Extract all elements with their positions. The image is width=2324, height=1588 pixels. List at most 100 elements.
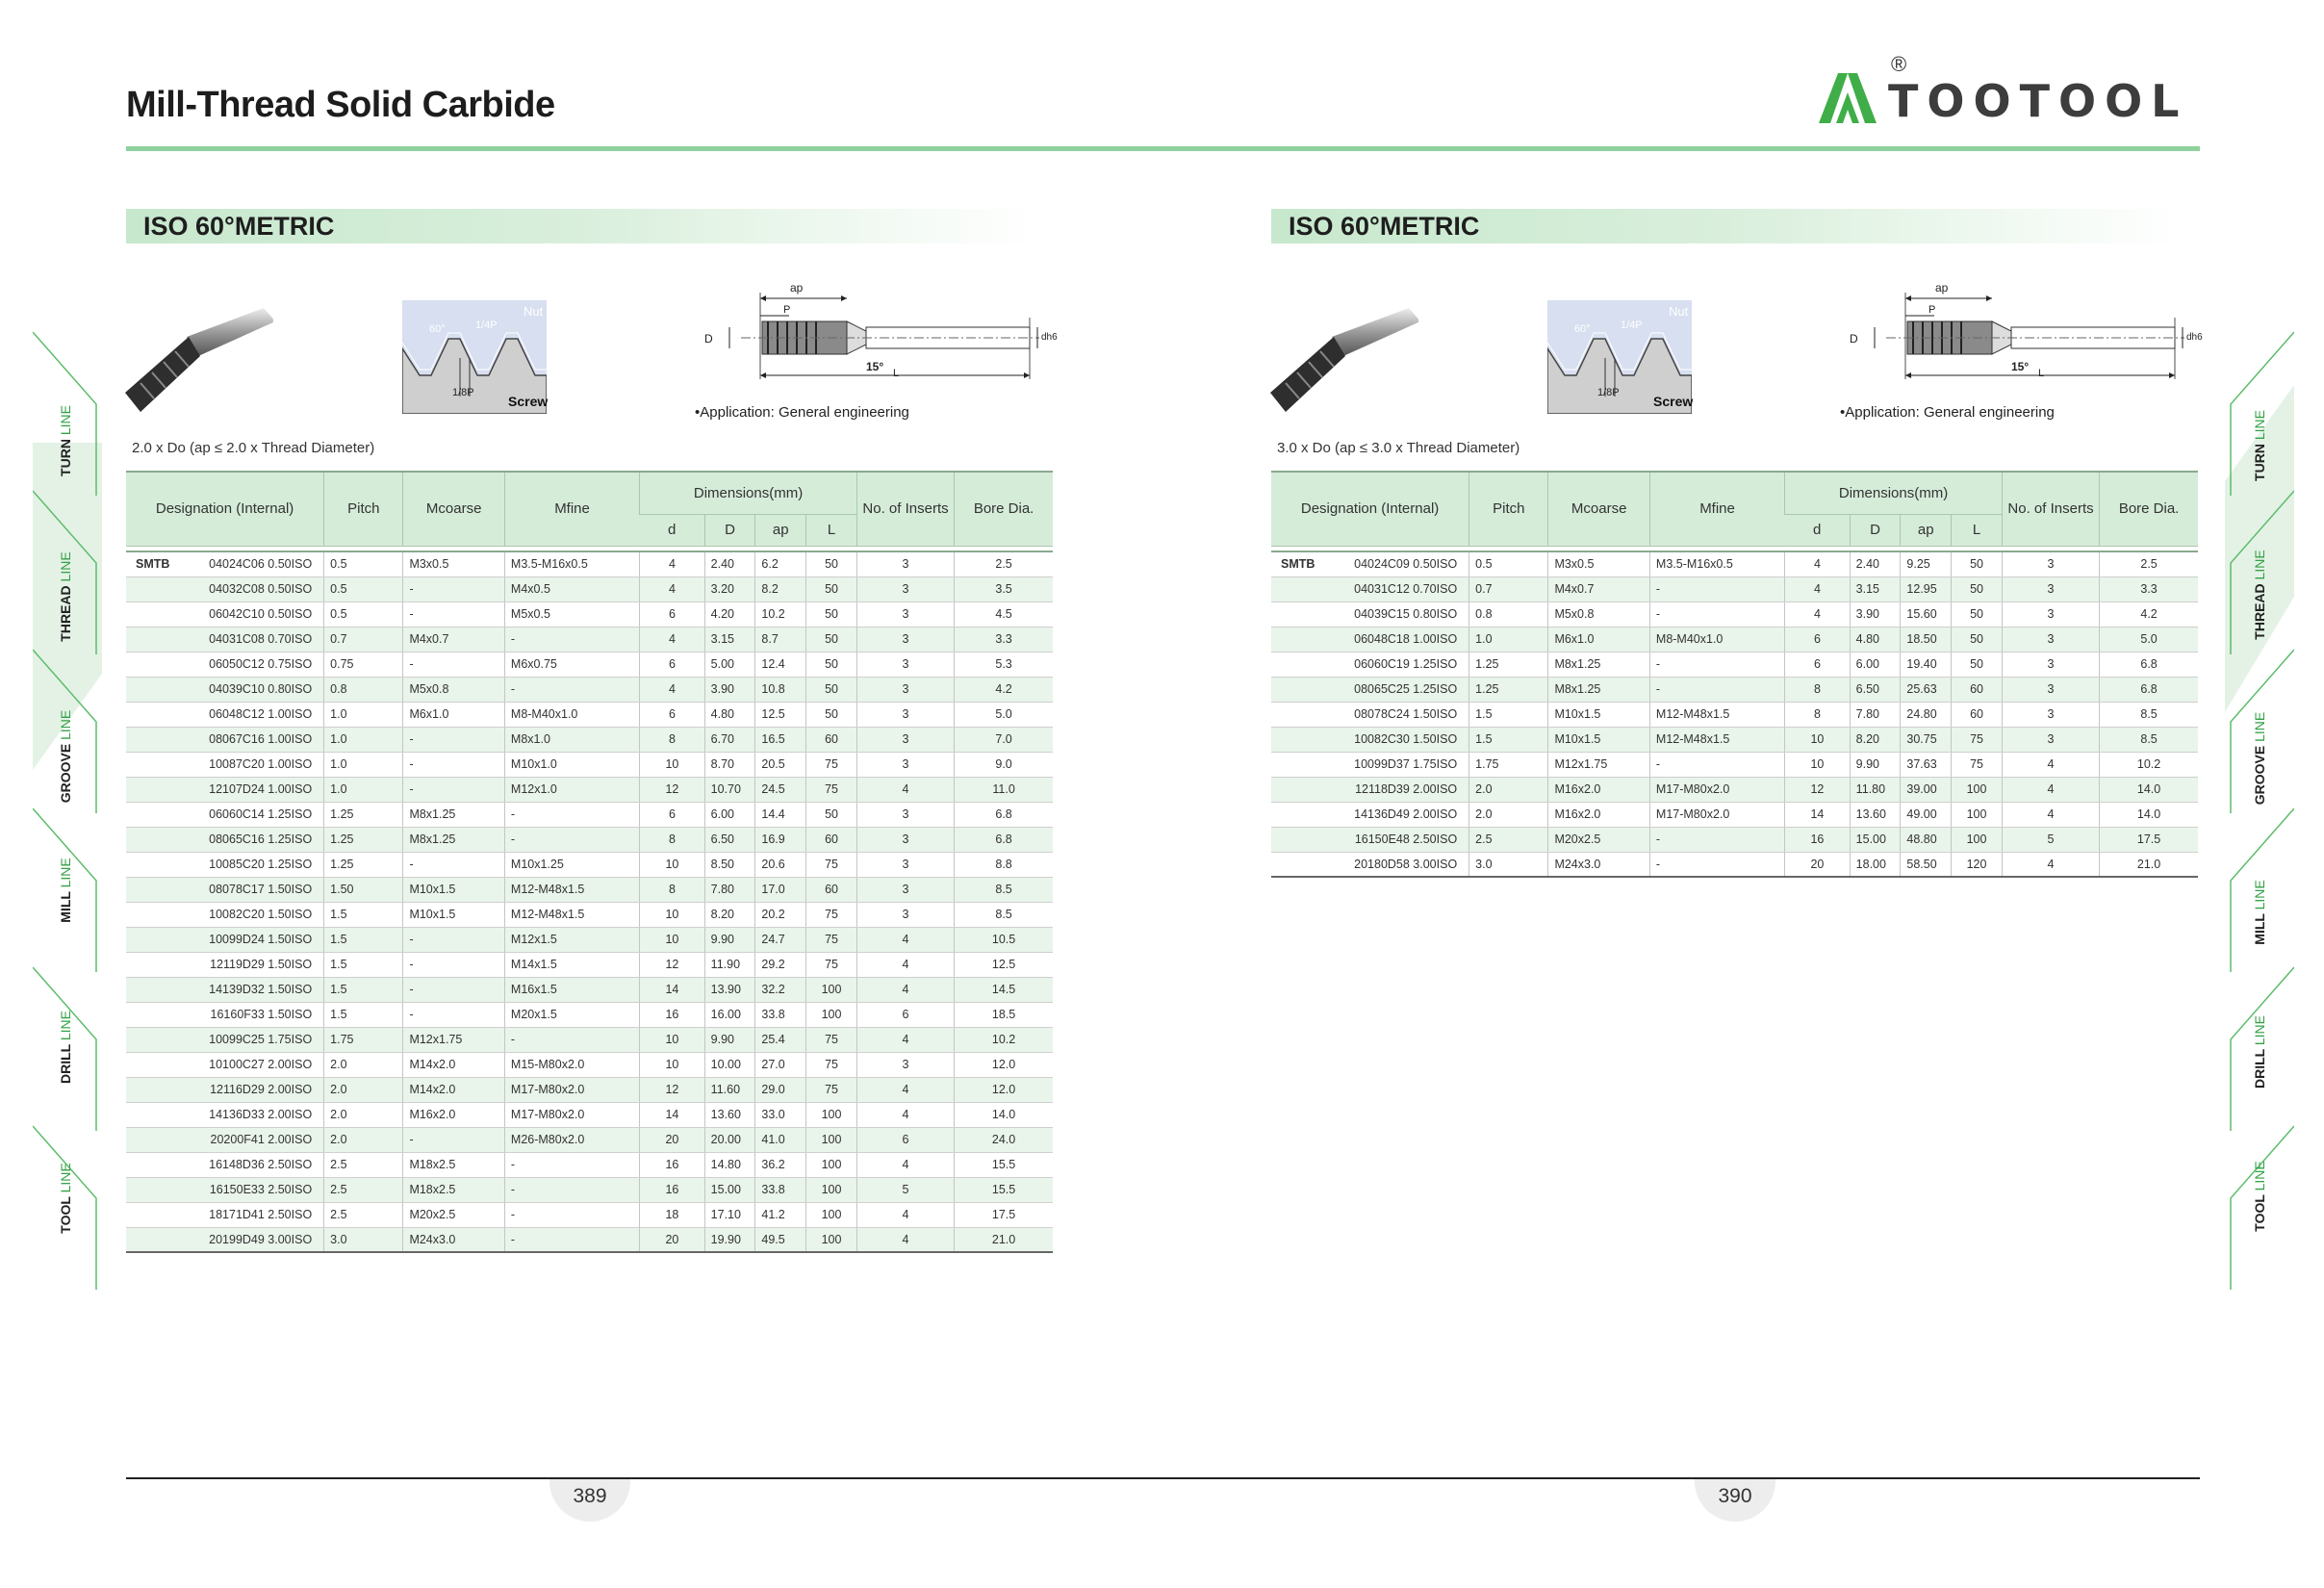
table-cell: 0.7 [1468,576,1548,602]
table-cell: 2.0 [323,1052,403,1078]
table-cell: - [402,727,505,753]
page-title: Mill-Thread Solid Carbide [126,85,555,125]
table-cell: 60 [1951,677,2003,703]
table-cell: 0.8 [323,677,403,703]
side-tab-groove[interactable]: GROOVE LINE [58,689,73,824]
table-cell: 37.63 [1900,752,1952,778]
side-tabs-right-shape [2225,331,2294,1290]
designation-cell: 10099C25 1.75ISO [126,1027,324,1053]
table-cell: M3x0.5 [1547,551,1650,577]
side-tab-drill[interactable]: DRILL LINE [58,980,73,1114]
side-tab-tool[interactable]: TOOL LINE [58,1131,73,1266]
designation-code: 12118D39 2.00ISO [1355,782,1458,796]
table-cell: - [503,1227,640,1253]
end-mill-image-icon [125,308,273,412]
designation-code: 06048C12 1.00ISO [209,707,313,721]
side-tab-label: DRILL [2252,1049,2267,1089]
length-label: L [2038,368,2045,379]
table-cell: 3 [856,1052,955,1078]
side-tab-label: DRILL [58,1044,73,1084]
col-inserts: No. of Inserts [856,471,955,547]
table-cell: 14.0 [2099,802,2198,828]
table-cell: 50 [1951,551,2003,577]
section-title-right: ISO 60°METRIC [1271,209,2182,243]
table-cell: 3 [2001,652,2100,678]
designation-cell: 12107D24 1.00ISO [126,777,324,803]
side-tab-thread[interactable]: THREAD LINE [58,529,73,664]
table-cell: 75 [805,927,857,953]
designation-code: 06048C18 1.00ISO [1354,632,1458,646]
screw-label: Screw [508,394,549,409]
table-cell: 10 [639,1027,705,1053]
table-cell: 20 [639,1127,705,1153]
table-cell: - [1648,852,1785,878]
table-cell: 3 [856,727,955,753]
table-cell: 10 [1784,727,1851,753]
col-designation: Designation (Internal) [1271,471,1469,547]
side-tab-mill[interactable]: MILL LINE [58,823,73,958]
table-cell: 9.90 [703,1027,755,1053]
table-cell: 2.5 [323,1177,403,1203]
table-cell: 13.90 [703,977,755,1003]
table-cell: 4 [639,627,705,653]
table-cell: 75 [805,1027,857,1053]
brand-name: TOOTOOL [1888,75,2188,127]
table-cell: 20.00 [703,1127,755,1153]
table-cell: 9.90 [703,927,755,953]
designation-code: 14139D32 1.50ISO [209,983,313,996]
table-cell: 100 [805,1202,857,1228]
table-cell: M4x0.7 [1547,576,1650,602]
side-tab-label: TURN [2252,444,2267,481]
table-cell: 17.5 [2099,827,2198,853]
table-cell: M5x0.5 [503,602,640,628]
table-cell: 50 [805,576,857,602]
table-cell: M24x3.0 [402,1227,505,1253]
designation-cell: 16150E33 2.50ISO [126,1177,324,1203]
table-cell: 3.90 [1849,602,1901,628]
table-cell: 18 [639,1202,705,1228]
table-cell: 4.80 [1849,627,1901,653]
side-tab-thread[interactable]: THREAD LINE [2252,527,2267,662]
table-cell: 100 [805,1127,857,1153]
table-cell: - [503,1202,640,1228]
table-cell: 19.90 [703,1227,755,1253]
designation-code: 04024C09 0.50ISO [1354,557,1458,572]
table-cell: 29.0 [754,1077,806,1103]
table-cell: - [1648,652,1785,678]
pitch-label: P [1928,304,1936,316]
side-tab-turn[interactable]: TURN LINE [58,373,73,508]
table-cell: 12.95 [1900,576,1952,602]
side-tab-mill[interactable]: MILL LINE [2252,845,2267,980]
table-cell: - [1648,677,1785,703]
table-cell: 8.5 [2099,702,2198,728]
table-cell: 6 [856,1002,955,1028]
side-tab-tool[interactable]: TOOL LINE [2252,1129,2267,1264]
table-cell: M16x2.0 [402,1102,505,1128]
table-cell: 3 [856,627,955,653]
table-cell: M18x2.5 [402,1152,505,1178]
section-title-left: ISO 60°METRIC [126,209,1036,243]
side-tab-drill[interactable]: DRILL LINE [2252,985,2267,1119]
table-cell: 4 [856,927,955,953]
col-designation: Designation (Internal) [126,471,324,547]
designation-cell: 08065C25 1.25ISO [1271,677,1469,703]
side-tab-groove[interactable]: GROOVE LINE [2252,691,2267,826]
side-tab-turn[interactable]: TURN LINE [2252,378,2267,513]
table-cell: 16.9 [754,827,806,853]
table-cell: 4 [1784,602,1851,628]
designation-code: 12107D24 1.00ISO [209,782,313,796]
table-cell: 3 [856,677,955,703]
table-cell: 6.50 [1849,677,1901,703]
page-number-left: 389 [549,1477,630,1522]
table-cell: M4x0.7 [402,627,505,653]
table-cell: 0.5 [1468,551,1548,577]
table-cell: 2.0 [1468,777,1548,803]
table-cell: 5 [2001,827,2100,853]
table-cell: 14.0 [954,1102,1053,1128]
